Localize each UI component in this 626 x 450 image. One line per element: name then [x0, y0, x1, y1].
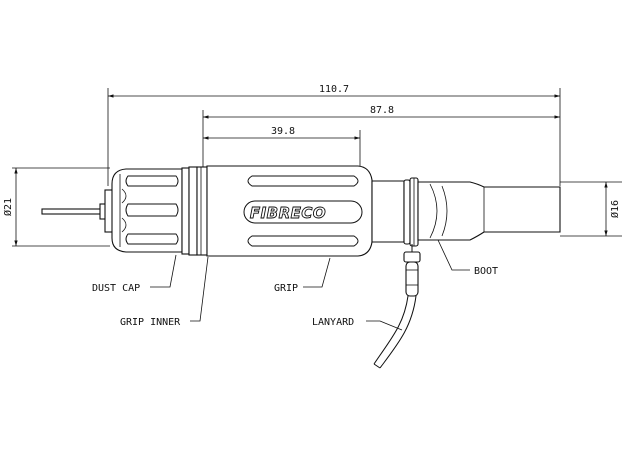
callout-boot-label: BOOT: [474, 266, 498, 277]
connector-body: FIBRECO: [41, 165, 561, 369]
lanyard: [373, 244, 421, 369]
grip: FIBRECO: [206, 165, 373, 257]
diameter-right-label: Ø16: [609, 200, 621, 218]
callout-boot: BOOT: [437, 239, 498, 277]
diameter-left-label: Ø21: [2, 198, 14, 216]
callout-lanyard-label: LANYARD: [312, 317, 354, 328]
dimension-grip: 39.8: [203, 126, 360, 140]
extension-lines: [12, 88, 622, 247]
callout-grip-label: GRIP: [274, 283, 298, 294]
callout-lanyard: LANYARD: [312, 317, 403, 331]
brand-plate: [243, 200, 363, 224]
dimension-grip-to-end: 87.8: [203, 105, 560, 119]
callout-grip: GRIP: [274, 257, 331, 294]
callout-grip-inner-label: GRIP INNER: [120, 317, 181, 328]
dimension-grip-label: 39.8: [271, 126, 295, 137]
callout-grip-inner: GRIP INNER: [120, 256, 209, 328]
dimension-diameter-left: Ø21: [2, 168, 18, 246]
boot: [417, 181, 561, 241]
dust-cap: [111, 168, 183, 253]
dimension-overall-label: 110.7: [319, 84, 349, 95]
brand-logo: FIBRECO: [250, 204, 326, 222]
grip-inner: [181, 166, 208, 256]
dimension-overall: 110.7: [108, 84, 560, 98]
dimension-diameter-right: Ø16: [604, 182, 621, 236]
rear-body: [371, 177, 419, 247]
dimension-grip-to-end-label: 87.8: [370, 105, 394, 116]
callout-dust-cap-label: DUST CAP: [92, 283, 140, 294]
callout-dust-cap: DUST CAP: [92, 254, 177, 294]
